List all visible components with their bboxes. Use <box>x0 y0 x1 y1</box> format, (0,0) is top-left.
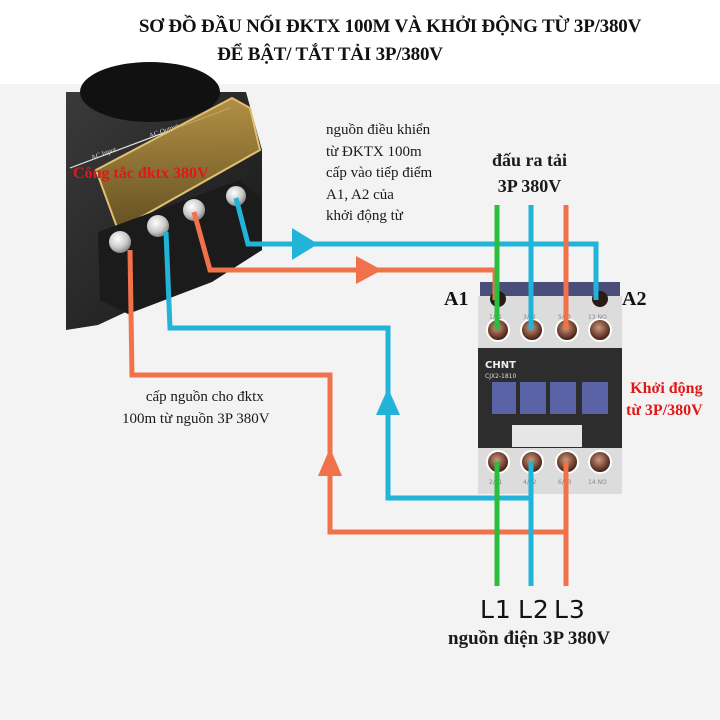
contactor-window <box>492 382 516 414</box>
contactor-caption-line: Khởi động <box>630 380 703 397</box>
module-terminal-screw <box>183 199 205 221</box>
power-note: cấp nguồn cho đktx 100m từ nguồn 3P 380V <box>122 386 270 430</box>
power-note-line: 100m từ nguồn 3P 380V <box>122 411 270 427</box>
a2-label: A2 <box>622 288 646 310</box>
module-terminal-screw <box>147 215 169 237</box>
terminal-block <box>98 180 262 314</box>
diagram-title: SƠ ĐỒ ĐẦU NỐI ĐKTX 100M VÀ KHỞI ĐỘNG TỪ … <box>138 16 642 37</box>
remote-switch-module: AC Input AC Output <box>66 62 262 330</box>
control-note-line: A1, A2 của <box>326 186 394 203</box>
wire-blue-control-a2 <box>233 197 599 300</box>
module-terminal-screw <box>226 186 246 206</box>
load-output-line: đấu ra tải <box>492 150 568 170</box>
contactor-brand: CHNT <box>485 360 516 371</box>
contactor-model: CJX2-1810 <box>485 373 517 380</box>
phase-label-l2: L2 <box>518 595 550 624</box>
amber-terminal-cover <box>94 96 262 232</box>
module-label: Công tắc đktx 380V <box>73 165 209 182</box>
phase-label-l3: L3 <box>554 595 586 624</box>
wire-orange-supply-l3 <box>127 249 567 535</box>
wires <box>127 197 599 586</box>
control-note-line: cấp vào tiếp điểm <box>326 165 433 181</box>
module-terminal-screw <box>109 231 131 253</box>
diagram-subtitle: ĐỂ BẬT/ TẮT TẢI 3P/380V <box>217 44 443 65</box>
control-note: nguồn điều khiển từ ĐKTX 100m cấp vào ti… <box>326 120 432 228</box>
power-note-line: cấp nguồn cho đktx <box>145 389 264 405</box>
control-note-line: khởi động từ <box>326 208 403 224</box>
control-note-line: nguồn điều khiển <box>326 122 431 138</box>
load-output-line: 3P 380V <box>497 176 562 196</box>
supply-caption: nguồn điện 3P 380V <box>448 628 611 649</box>
arrow-up-icon <box>376 388 400 415</box>
arrow-up-icon <box>318 448 342 476</box>
terminal-label-bottom: 14 NO <box>588 479 607 486</box>
contactor-caption: Khởi động từ 3P/380V <box>626 378 703 422</box>
contactor-slider <box>512 425 582 447</box>
contactor-window <box>520 382 546 414</box>
contactor-caption-line: từ 3P/380V <box>626 402 703 419</box>
arrow-right-icon <box>292 228 318 260</box>
a1-label: A1 <box>444 288 468 310</box>
module-dial <box>80 62 220 122</box>
load-output-label: đấu ra tải 3P 380V <box>492 147 567 199</box>
arrow-right-icon <box>356 256 382 284</box>
terminal-screw-14-no <box>588 450 612 474</box>
contactor-top-edge <box>480 282 620 296</box>
contactor-window <box>550 382 576 414</box>
control-note-line: từ ĐKTX 100m <box>326 143 422 160</box>
contactor-window <box>582 382 608 414</box>
terminal-screw-13-no <box>588 318 612 342</box>
phase-label-l1: L1 <box>480 595 512 624</box>
wire-blue-supply-l2 <box>163 231 532 501</box>
terminal-label-top: 13 NO <box>588 314 607 321</box>
